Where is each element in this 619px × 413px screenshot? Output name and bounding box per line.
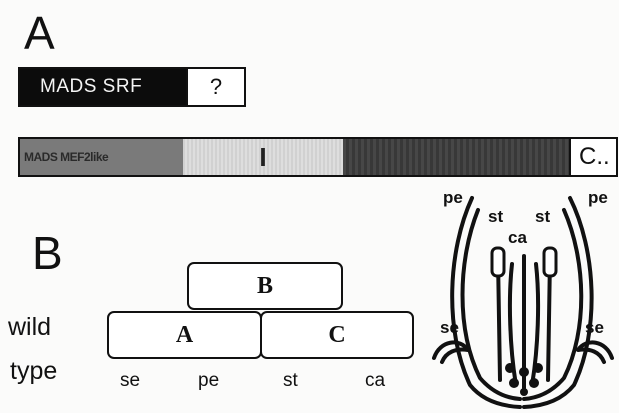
flower-diagram <box>430 180 619 413</box>
srf-domain-bar: MADS SRF ? <box>18 67 246 107</box>
genotype-label-wild: wild <box>8 313 51 342</box>
flower-label-se-left: se <box>440 318 459 338</box>
flower-label-st-right: st <box>535 207 550 227</box>
panel-b-label: B <box>32 230 63 276</box>
k-domain <box>343 139 569 175</box>
whorl-label-se: se <box>120 370 140 392</box>
left-anther <box>492 248 504 276</box>
whorl-label-st: st <box>283 370 298 392</box>
left-sepal <box>434 342 468 362</box>
genotype-label-type: type <box>10 357 57 386</box>
class-b-box: B <box>187 262 343 310</box>
flower-label-st-left: st <box>488 207 503 227</box>
flower-label-se-right: se <box>585 318 604 338</box>
whorl-label-ca: ca <box>365 370 385 392</box>
i-domain: I <box>183 139 343 175</box>
whorl-label-pe: pe <box>198 370 219 392</box>
c-domain: C.. <box>569 139 616 175</box>
class-c-box: C <box>260 311 414 359</box>
mads-mef2like-domain: MADS MEF2like <box>20 139 183 175</box>
unknown-domain: ? <box>186 69 244 105</box>
mads-srf-domain: MADS SRF <box>20 69 186 105</box>
right-anther <box>544 248 556 276</box>
class-a-box: A <box>107 311 262 359</box>
flower-label-ca: ca <box>508 228 527 248</box>
flower-label-pe-left: pe <box>443 188 463 208</box>
mef2like-domain-bar: MADS MEF2like I C.. <box>18 137 618 177</box>
panel-a-label: A <box>24 10 55 56</box>
flower-label-pe-right: pe <box>588 188 608 208</box>
